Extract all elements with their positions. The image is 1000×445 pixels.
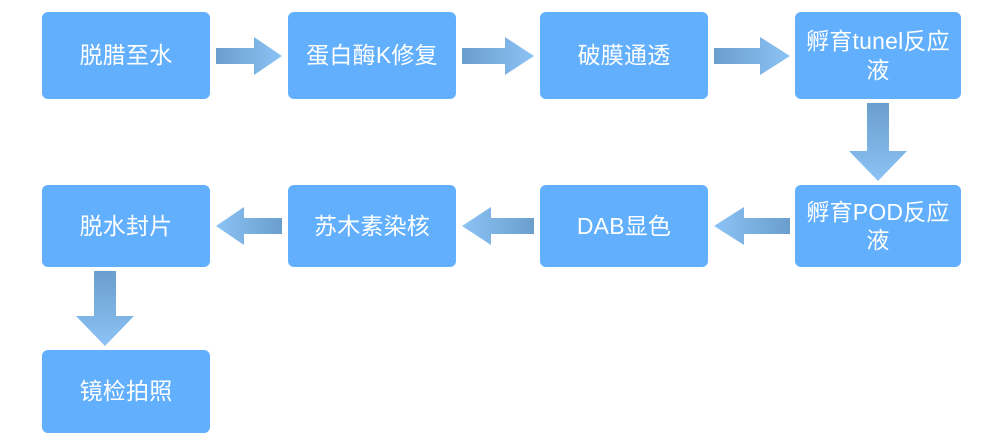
flow-node-label: 蛋白酶K修复 — [306, 42, 438, 69]
flow-node-n4[interactable]: 孵育tunel反应液 — [795, 12, 961, 99]
flow-arrow-left-e5 — [714, 207, 790, 245]
flow-node-n3[interactable]: 破膜通透 — [540, 12, 708, 99]
flow-arrow-right-e3 — [714, 37, 790, 75]
flow-node-label: 孵育POD反应液 — [806, 198, 950, 253]
flow-arrow-down-e8 — [76, 271, 134, 346]
flow-node-n2[interactable]: 蛋白酶K修复 — [288, 12, 456, 99]
flow-node-n6[interactable]: DAB显色 — [540, 185, 708, 267]
flow-arrow-right-e1 — [216, 37, 282, 75]
flow-node-n1[interactable]: 脱腊至水 — [42, 12, 210, 99]
flow-node-label: 破膜通透 — [577, 42, 671, 69]
flow-node-n5[interactable]: 孵育POD反应液 — [795, 185, 961, 267]
flow-arrow-down-e4 — [849, 103, 907, 181]
flow-node-label: 脱腊至水 — [79, 42, 173, 69]
flow-arrow-right-e2 — [462, 37, 534, 75]
flow-node-label: DAB显色 — [576, 212, 672, 239]
flow-node-label: 脱水封片 — [79, 212, 173, 239]
flow-node-n7[interactable]: 苏木素染核 — [288, 185, 456, 267]
flow-arrow-left-e6 — [462, 207, 534, 245]
flow-node-n9[interactable]: 镜检拍照 — [42, 350, 210, 433]
flow-node-n8[interactable]: 脱水封片 — [42, 185, 210, 267]
flow-node-label: 孵育tunel反应液 — [806, 28, 950, 83]
flow-arrow-left-e7 — [216, 207, 282, 245]
flow-node-label: 苏木素染核 — [314, 212, 430, 239]
flow-node-label: 镜检拍照 — [79, 378, 173, 405]
